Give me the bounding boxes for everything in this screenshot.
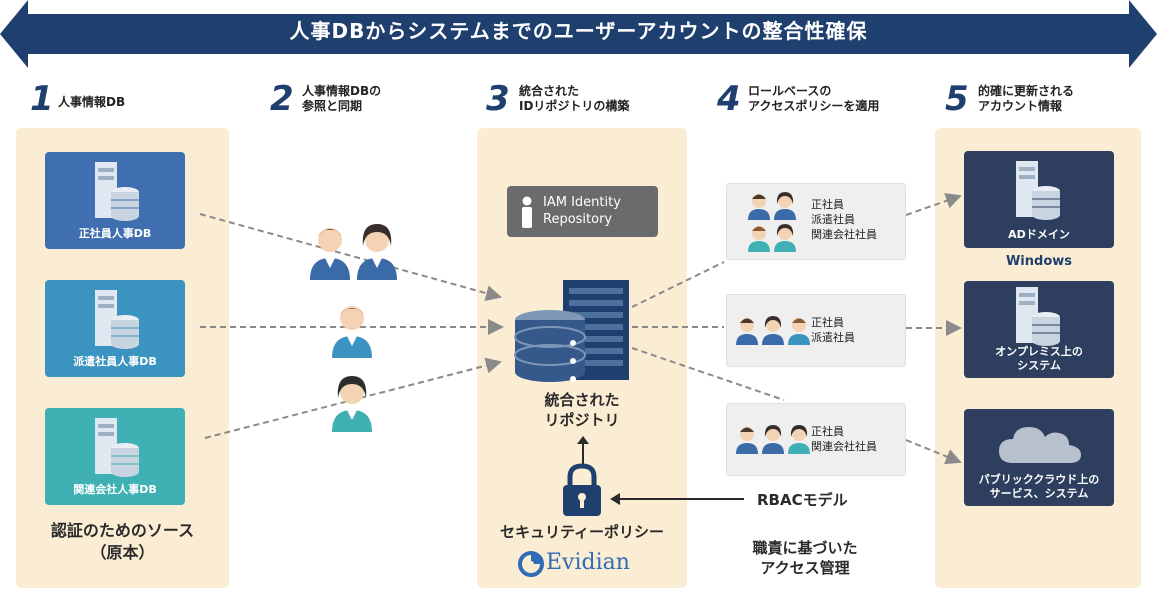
- source-db-label: 関連会社人事DB: [73, 483, 157, 496]
- role-item: 正社員: [811, 425, 844, 438]
- source-db-temp: 派遣社員人事DB: [45, 280, 185, 377]
- target-public-cloud: パブリッククラウド上の サービス、システム: [964, 409, 1114, 506]
- target-sublabel-windows: Windows: [1005, 254, 1073, 269]
- evidian-logo-icon: [518, 551, 544, 577]
- lock-icon: [563, 463, 601, 516]
- step-3-label: 統合された IDリポジトリの構築: [519, 84, 630, 113]
- source-db-label: 派遣社員人事DB: [73, 355, 157, 368]
- role-list-1: 正社員 派遣社員 関連会社社員: [811, 197, 877, 242]
- target-onpremise: オンプレミス上の システム: [964, 281, 1114, 378]
- source-caption: 認証のためのソース （原本）: [50, 521, 195, 562]
- role-list-3: 正社員 関連会社社員: [811, 424, 877, 454]
- role-box-3: 正社員 関連会社社員: [726, 403, 906, 476]
- repository-caption: 統合された リポジトリ: [544, 391, 620, 429]
- role-item: 派遣社員: [811, 213, 855, 226]
- role-box-2: 正社員 派遣社員: [726, 294, 906, 367]
- cloud-icon: [999, 427, 1081, 463]
- step-5-label: 的確に更新される アカウント情報: [978, 84, 1075, 113]
- target-ad-domain: ADドメイン: [964, 151, 1114, 248]
- target-label: パブリッククラウド上の サービス、システム: [978, 473, 1100, 500]
- target-label: ADドメイン: [1008, 228, 1070, 241]
- people-group-icon: [736, 316, 810, 345]
- role-box-1: 正社員 派遣社員 関連会社社員: [726, 183, 906, 260]
- people-pair-icon: [310, 224, 397, 280]
- step-4-number: 4: [717, 79, 741, 119]
- role-item: 関連会社社員: [811, 228, 877, 241]
- step-1-label: 人事情報DB: [58, 95, 126, 109]
- arrow-left-icon: [610, 493, 744, 505]
- repository-server-icon: [514, 280, 629, 382]
- iam-identity-repository: IAM Identity Repository: [507, 186, 658, 237]
- duty-caption: 職責に基づいた アクセス管理: [752, 539, 858, 577]
- person-icon: [332, 376, 372, 432]
- step-2-label: 人事情報DBの 参照と同期: [302, 84, 382, 113]
- step-3-number: 3: [486, 79, 510, 119]
- database-server-icon: [1016, 161, 1060, 220]
- banner-arrow: [0, 0, 1157, 68]
- role-item: 正社員: [811, 316, 844, 329]
- source-db-fulltime: 正社員人事DB: [45, 152, 185, 249]
- iam-label: IAM Identity Repository: [543, 195, 621, 227]
- step-4-label: ロールベースの アクセスポリシーを適用: [748, 84, 880, 113]
- banner-title: 人事DBからシステムまでのユーザーアカウントの整合性確保: [289, 19, 868, 43]
- person-icon: [332, 306, 372, 358]
- role-item: 正社員: [811, 198, 844, 211]
- people-group-icon: [748, 192, 796, 252]
- evidian-logo-text: Evidian: [546, 550, 630, 575]
- database-server-icon: [95, 418, 139, 477]
- people-group-icon: [736, 425, 810, 454]
- database-server-icon: [95, 162, 139, 221]
- role-list-2: 正社員 派遣社員: [811, 315, 855, 345]
- target-label: オンプレミス上の システム: [995, 345, 1083, 372]
- source-db-label: 正社員人事DB: [78, 227, 152, 240]
- person-silhouette-icon: [522, 196, 532, 228]
- security-policy-caption: セキュリティーポリシー: [499, 523, 665, 541]
- step-5-number: 5: [945, 79, 969, 119]
- arrow-up-icon: [577, 436, 589, 464]
- database-server-icon: [1016, 287, 1060, 346]
- role-item: 関連会社社員: [811, 440, 877, 453]
- source-db-affiliate: 関連会社人事DB: [45, 408, 185, 505]
- database-server-icon: [95, 290, 139, 349]
- rbac-label: RBACモデル: [757, 491, 848, 509]
- role-item: 派遣社員: [811, 331, 855, 344]
- step-1-number: 1: [30, 79, 54, 119]
- step-2-number: 2: [270, 79, 294, 119]
